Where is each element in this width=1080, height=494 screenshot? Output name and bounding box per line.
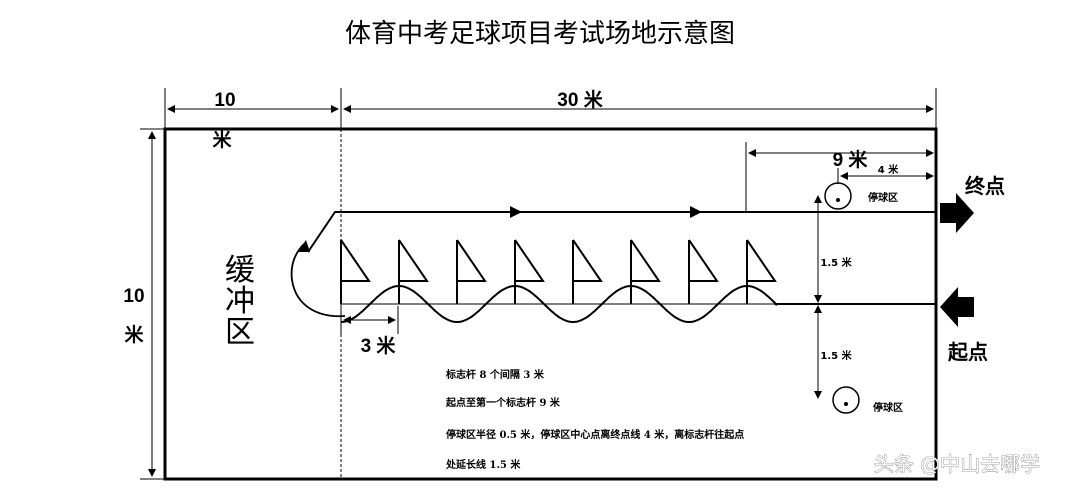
finish-arrow-icon [940,193,974,233]
buffer-zone-label: 缓 冲 区 [225,253,255,350]
stop-zone-lower-label: 停球区 [873,401,903,414]
dimension-one-five-lower: 1.5 米 [814,305,853,399]
return-path [290,206,936,318]
dimension-one-five-lower-label: 1.5 米 [820,349,852,362]
note-1: 标志杆 8 个间隔 3 米 [445,368,545,381]
stop-zone-lower: 停球区 [832,386,903,414]
dimension-three-meters-label: 3 米 [361,334,397,357]
dimension-course-length: 30 米 [343,88,934,113]
finish-marker: 终点 [940,174,1005,233]
marker-pole [456,239,487,304]
notes: 标志杆 8 个间隔 3 米 起点至第一个标志杆 9 米 停球区半径 0.5 米，… [445,368,744,471]
dimension-four-meters-label: 4 米 [878,163,899,176]
marker-pole [746,239,777,304]
loop-arrow [298,240,310,252]
dimension-three-meters: 3 米 [340,306,399,357]
dimension-nine-meters-label: 9 米 [833,148,869,171]
marker-poles [340,239,777,304]
stop-zone-upper-label: 停球区 [868,191,898,204]
note-3: 停球区半径 0.5 米，停球区中心点离终点线 4 米，离标志杆往起点 [446,428,744,441]
buffer-zone-char-3: 区 [225,315,255,350]
marker-pole [630,239,661,304]
marker-pole [572,239,603,304]
finish-label: 终点 [965,174,1005,198]
dimension-field-height-number: 10 [123,286,144,307]
marker-pole [398,239,429,304]
marker-pole [340,239,371,304]
start-arrow-icon [940,287,974,327]
buffer-zone-char-2: 冲 [225,284,255,319]
dimension-nine-meters: 9 米 [745,142,934,212]
dimension-four-meters: 4 米 [837,163,934,184]
diagram-title: 体育中考足球项目考试场地示意图 [345,19,735,49]
dimension-course-length-label: 30 米 [557,88,603,111]
dimension-field-height-unit: 米 [124,323,144,346]
dimension-buffer-width-number: 10 [214,90,235,111]
start-marker: 起点 [940,287,988,364]
note-4: 处延长线 1.5 米 [445,458,521,471]
buffer-zone-char-1: 缓 [225,253,255,288]
dimension-one-five-upper-label: 1.5 米 [820,256,852,269]
marker-pole [688,239,719,304]
dimension-buffer-width: 10 米 [164,88,937,151]
dimension-one-five-upper: 1.5 米 [814,195,853,303]
dimension-buffer-width-unit: 米 [212,128,232,151]
note-2: 起点至第一个标志杆 9 米 [445,396,561,409]
direction-arrow-1 [510,206,522,218]
dimension-field-height: 10 米 [123,128,164,480]
marker-pole [514,239,545,304]
slalom-path [340,284,778,324]
start-label: 起点 [947,340,988,364]
direction-arrow-2 [690,206,702,218]
stop-zone-upper: 停球区 [824,182,898,210]
watermark: 头条 @中山去哪学 [874,452,1040,476]
